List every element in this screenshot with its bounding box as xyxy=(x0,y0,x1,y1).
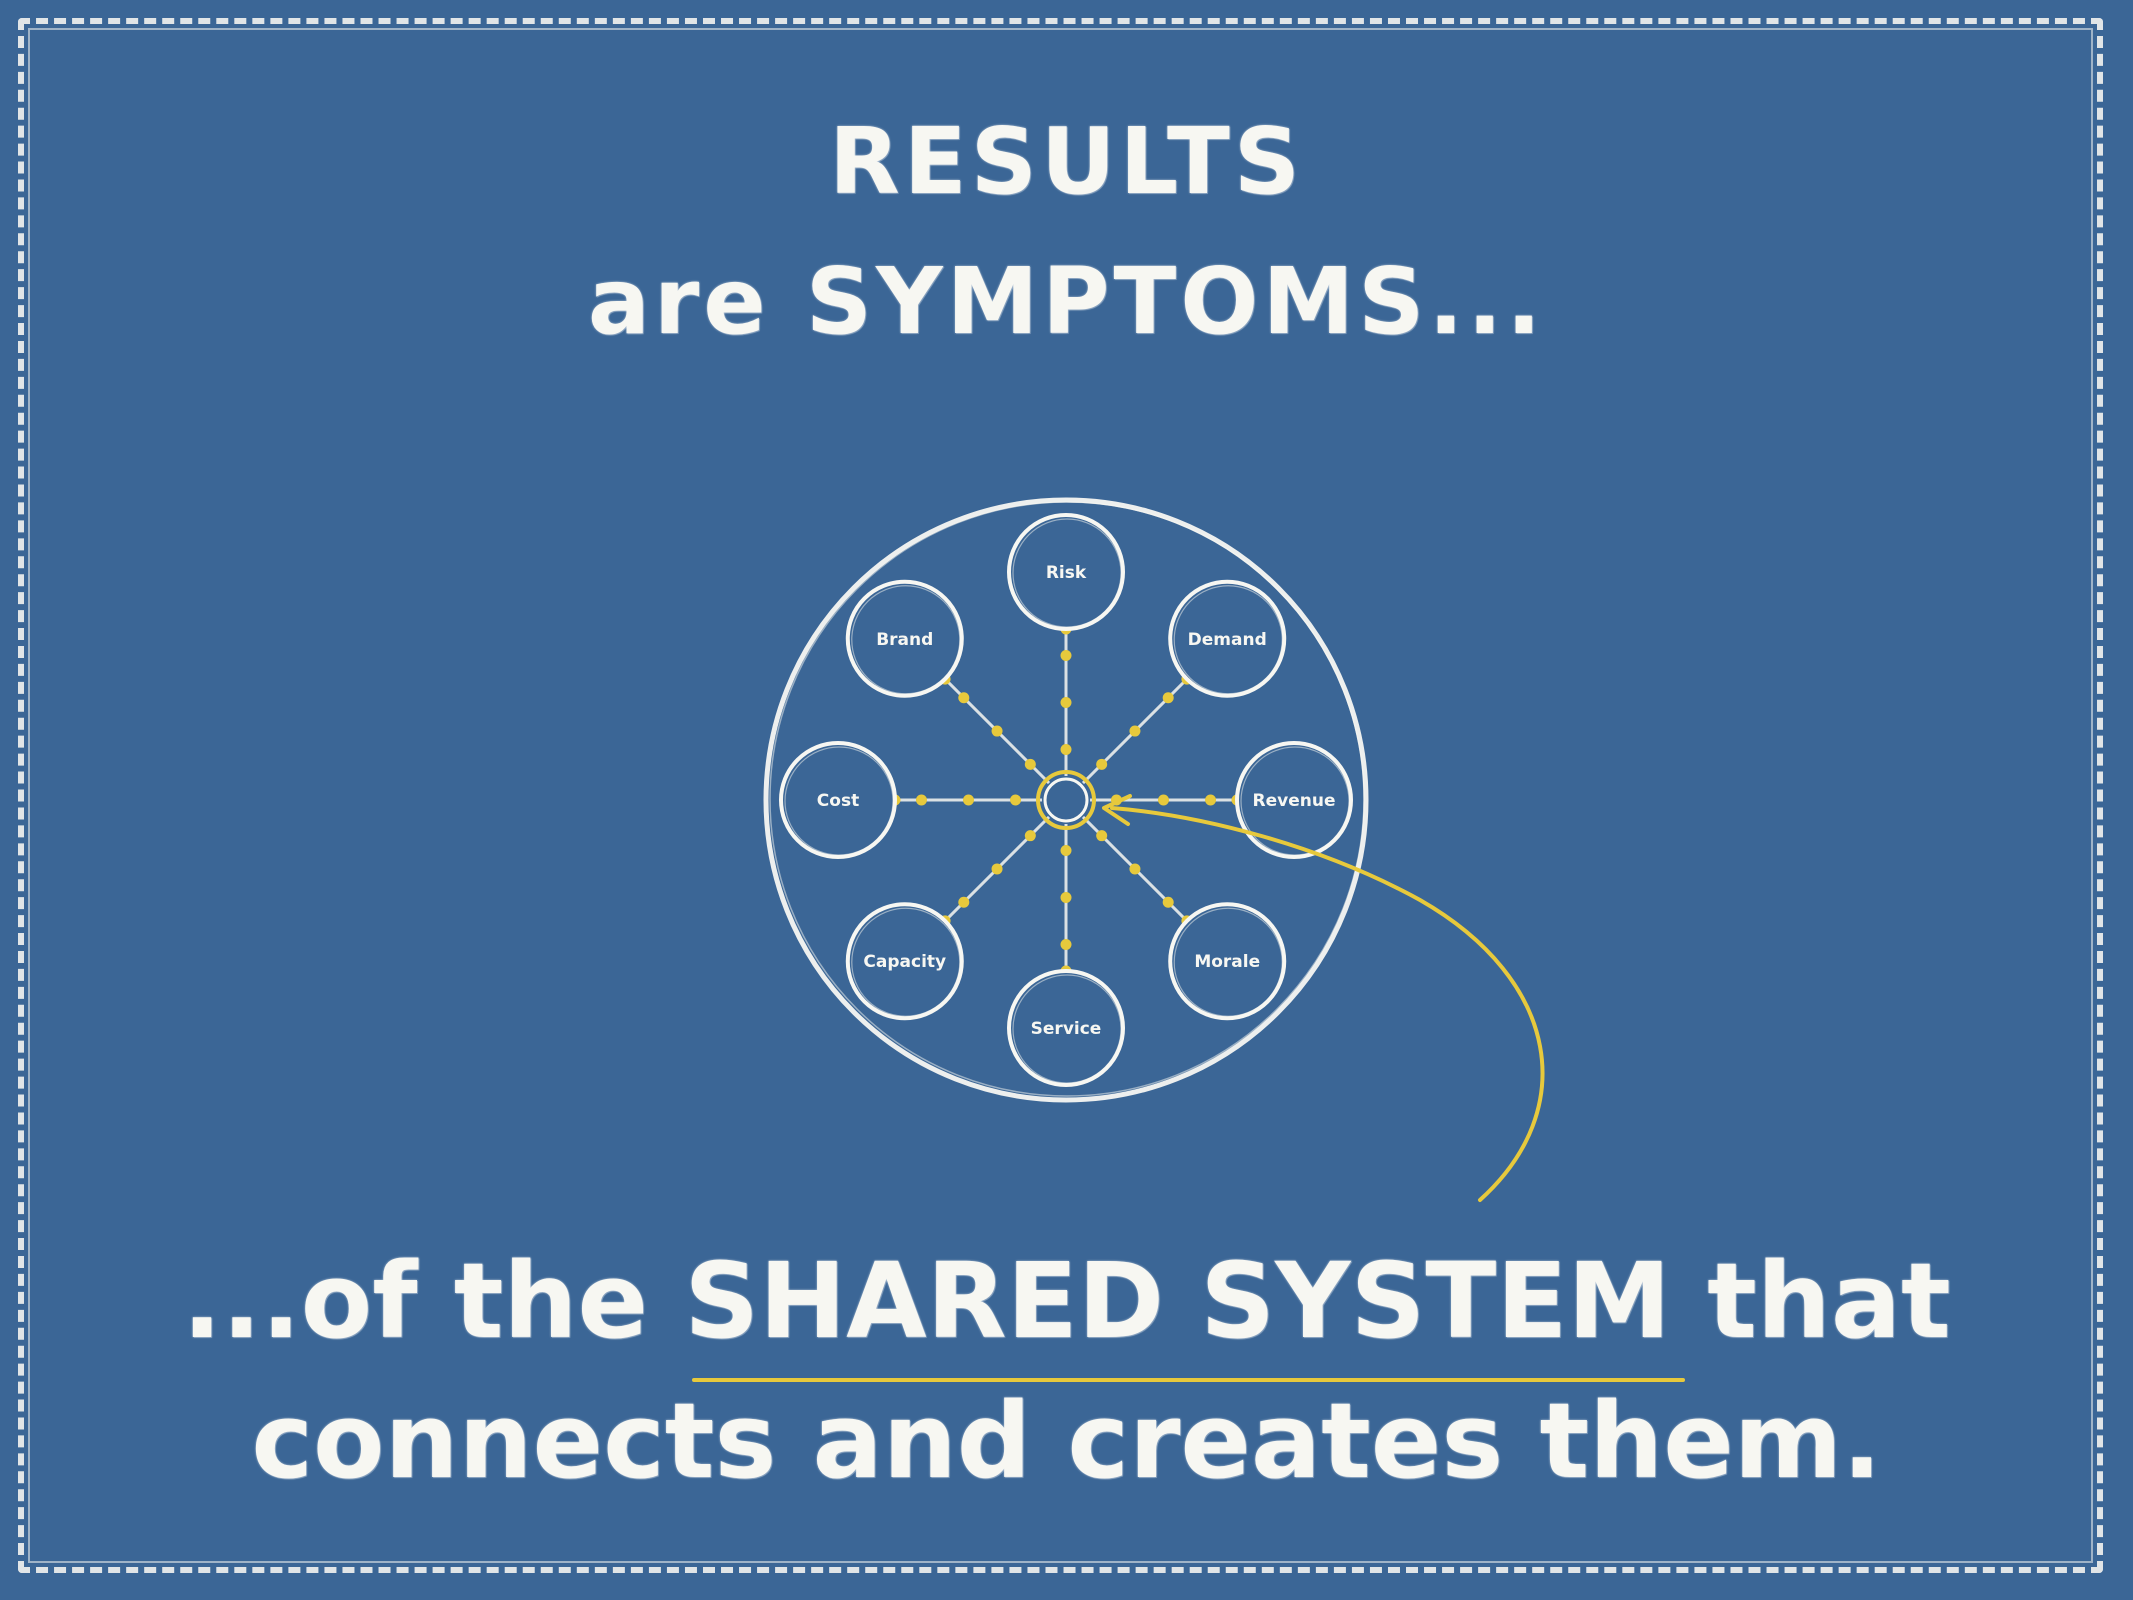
conclusion-text-start: ...of the xyxy=(182,1240,685,1362)
shared-system-underline xyxy=(692,1378,1685,1382)
node-circle-revenue xyxy=(1235,741,1353,859)
node-label-demand: Demand xyxy=(1188,630,1267,650)
spoke-dot-service-3 xyxy=(1060,939,1072,951)
node-circle-sketch-service xyxy=(1012,974,1122,1084)
node-circle-risk xyxy=(1007,513,1125,631)
node-circle-sketch-revenue xyxy=(1240,746,1350,856)
headline-line-1: RESULTS xyxy=(828,108,1305,215)
spoke-dot-demand-3 xyxy=(1162,692,1174,704)
spoke-dot-capacity-3 xyxy=(958,896,970,908)
conclusion-line-2: connects and creates them. xyxy=(251,1380,1882,1502)
node-circle-brand xyxy=(845,579,964,698)
hub-outer-ring xyxy=(1036,770,1096,830)
spoke-dot-brand-3 xyxy=(958,692,970,704)
spoke-dot-cost-3 xyxy=(915,794,927,806)
node-circle-sketch-capacity xyxy=(851,907,961,1017)
node-label-revenue: Revenue xyxy=(1253,791,1336,811)
spoke-dot-cost-1 xyxy=(1010,794,1022,806)
node-label-service: Service xyxy=(1031,1019,1102,1039)
spoke-dot-risk-2 xyxy=(1060,697,1072,708)
node-circle-sketch-cost xyxy=(784,746,894,856)
conclusion-text-end: that xyxy=(1670,1240,1951,1362)
node-circle-sketch-demand xyxy=(1173,585,1283,695)
conclusion-line-1: ...of the SHARED SYSTEM that xyxy=(0,1240,2133,1382)
pointer-arrow-head xyxy=(1102,794,1132,826)
spoke-dot-capacity-1 xyxy=(1024,830,1036,842)
node-label-risk: Risk xyxy=(1046,563,1087,583)
spoke-dot-risk-3 xyxy=(1060,649,1072,661)
spoke-dot-demand-1 xyxy=(1096,758,1108,770)
node-label-capacity: Capacity xyxy=(863,952,946,972)
spoke-dot-revenue-2 xyxy=(1158,794,1169,806)
hub-inner-ring xyxy=(1043,777,1089,823)
node-label-cost: Cost xyxy=(817,791,859,811)
spoke-dot-revenue-3 xyxy=(1205,794,1217,806)
node-circle-cost xyxy=(779,741,897,859)
headline-line-2: are SYMPTOMS... xyxy=(587,248,1546,355)
node-circle-service xyxy=(1007,969,1125,1087)
spoke-dot-morale-3 xyxy=(1162,896,1174,908)
spoke-dot-morale-1 xyxy=(1096,830,1108,842)
node-circle-sketch-morale xyxy=(1173,907,1283,1017)
outer-wheel-rim xyxy=(763,497,1369,1103)
spoke-dot-demand-2 xyxy=(1129,725,1141,737)
node-circle-morale xyxy=(1168,902,1287,1021)
shared-system-emphasis: SHARED SYSTEM xyxy=(684,1240,1685,1382)
spoke-dot-risk-1 xyxy=(1060,744,1072,756)
node-label-brand: Brand xyxy=(876,630,933,650)
node-circle-demand xyxy=(1168,579,1287,698)
chalk-border xyxy=(18,18,2103,1573)
spoke-dot-service-1 xyxy=(1060,844,1072,856)
spoke-dot-morale-2 xyxy=(1129,863,1141,875)
spoke-dot-brand-2 xyxy=(991,725,1003,737)
pointer-arrow-curve xyxy=(1110,806,1545,1202)
outer-wheel-rim-sketch xyxy=(769,501,1365,1097)
spoke-dot-brand-1 xyxy=(1024,758,1036,770)
spoke-dot-capacity-2 xyxy=(991,863,1003,875)
node-circle-capacity xyxy=(845,902,964,1021)
spoke-dot-service-2 xyxy=(1060,892,1072,903)
shared-system-text: SHARED SYSTEM xyxy=(684,1240,1671,1362)
node-circle-sketch-risk xyxy=(1012,518,1122,628)
spoke-dot-cost-2 xyxy=(963,794,974,806)
node-label-morale: Morale xyxy=(1194,952,1260,972)
node-circle-sketch-brand xyxy=(851,585,961,695)
chalk-border-inner xyxy=(28,28,2093,1563)
